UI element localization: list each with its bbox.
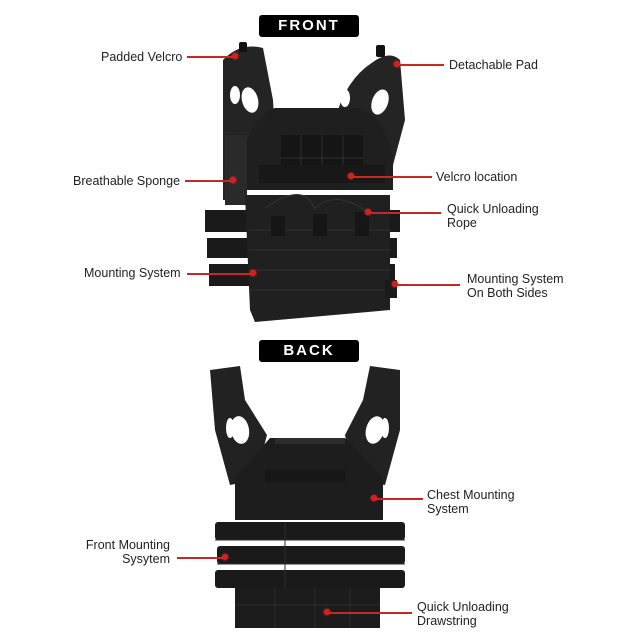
callout-label-chest-mounting-system-line1: Chest Mounting — [427, 488, 515, 502]
callout-label-mounting-system-both-sides: Mounting System On Both Sides — [467, 272, 564, 300]
callout-dot-front-mounting-system — [222, 554, 228, 560]
callout-dot-chest-mounting-system — [371, 495, 377, 501]
callout-line-mounting-system — [187, 273, 253, 275]
callout-dot-detachable-pad — [394, 61, 400, 67]
callout-dot-quick-unloading-drawstring — [324, 609, 330, 615]
callout-dot-breathable-sponge — [230, 177, 236, 183]
callout-line-quick-unloading-drawstring — [328, 612, 412, 614]
callout-line-quick-unloading-rope — [369, 212, 441, 214]
callout-line-padded-velcro — [187, 56, 235, 58]
callout-label-padded-velcro: Padded Velcro — [101, 50, 183, 64]
callout-label-quick-unloading-rope-line2: Rope — [447, 216, 477, 230]
callout-dot-padded-velcro — [232, 53, 238, 59]
callout-line-breathable-sponge — [185, 180, 233, 182]
callout-dot-mounting-system — [250, 270, 256, 276]
back-vest-image — [210, 366, 405, 628]
callout-label-chest-mounting-system: Chest Mounting System — [427, 488, 515, 516]
callout-label-quick-unloading-drawstring: Quick Unloading Drawstring — [417, 600, 509, 628]
callout-line-front-mounting-system — [177, 557, 224, 559]
callout-label-front-mounting-system-line2: Sysytem — [122, 552, 170, 566]
callout-label-velcro-location: Velcro location — [436, 170, 518, 184]
callout-label-quick-unloading-rope-line1: Quick Unloading — [447, 202, 539, 216]
callout-line-chest-mounting-system — [375, 498, 423, 500]
callout-label-quick-unloading-drawstring-line2: Drawstring — [417, 614, 477, 628]
callout-label-quick-unloading-rope: Quick Unloading Rope — [447, 202, 539, 230]
callout-label-breathable-sponge: Breathable Sponge — [73, 174, 181, 188]
callout-line-velcro-location — [352, 176, 432, 178]
front-section-title: FRONT — [259, 15, 359, 37]
callout-label-chest-mounting-system-line2: System — [427, 502, 469, 516]
callout-label-front-mounting-system: Front Mounting Sysytem — [82, 538, 170, 566]
callout-label-mounting-system-both-sides-line1: Mounting System — [467, 272, 564, 286]
callout-label-mounting-system-both-sides-line2: On Both Sides — [467, 286, 548, 300]
callout-line-detachable-pad — [398, 64, 444, 66]
back-section-title: BACK — [259, 340, 359, 362]
callout-label-front-mounting-system-line1: Front Mounting — [85, 538, 170, 552]
callout-label-quick-unloading-drawstring-line1: Quick Unloading — [417, 600, 509, 614]
callout-line-mounting-system-both-sides — [396, 284, 460, 286]
callout-dot-mounting-system-both-sides — [392, 281, 398, 287]
callout-label-mounting-system: Mounting System — [84, 266, 181, 280]
callout-dot-velcro-location — [348, 173, 354, 179]
callout-label-detachable-pad: Detachable Pad — [449, 58, 538, 72]
callout-dot-quick-unloading-rope — [365, 209, 371, 215]
front-vest-image — [205, 42, 405, 322]
